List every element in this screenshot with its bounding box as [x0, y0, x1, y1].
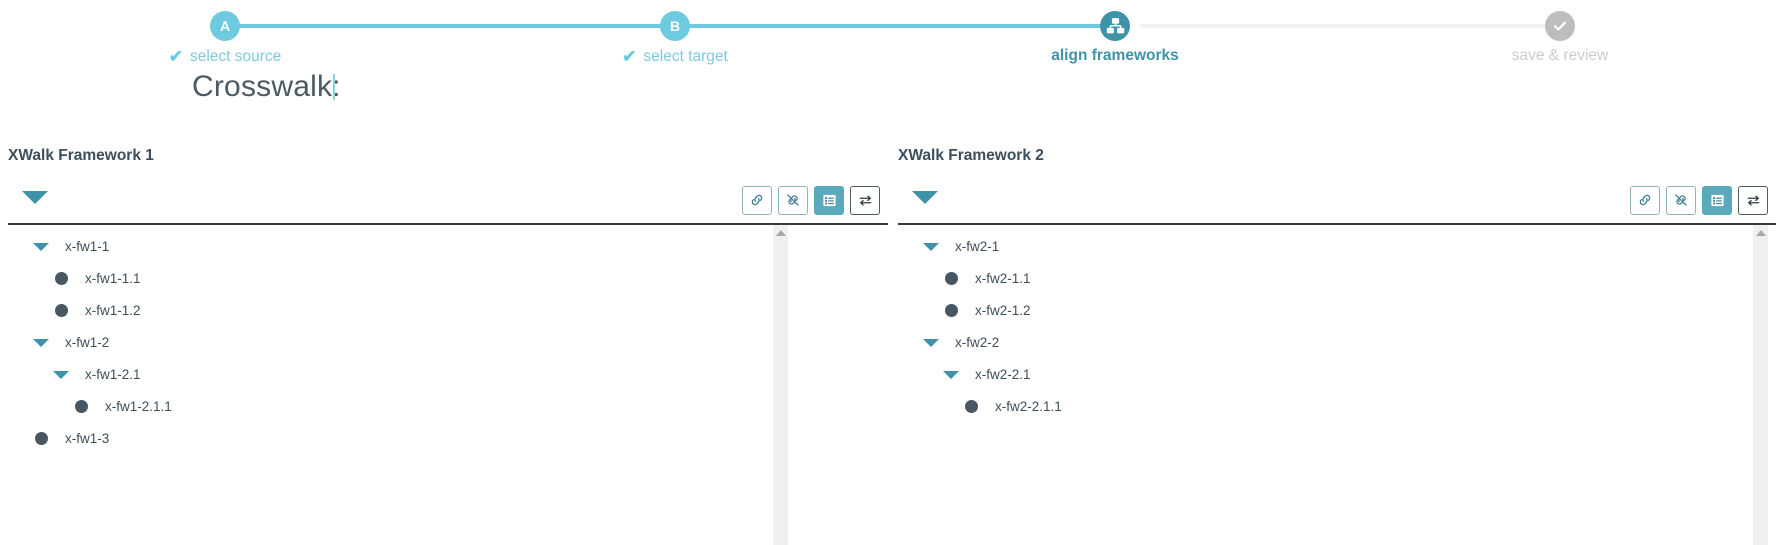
bullet-dot-icon [48, 304, 74, 317]
caret-down-icon[interactable] [28, 242, 54, 251]
stepper-step-save-review[interactable]: save & review [1430, 0, 1690, 64]
step-text: select source [189, 48, 282, 65]
link-button[interactable] [742, 185, 772, 215]
tree-node[interactable]: x-fw1-2 [8, 327, 888, 359]
tree-node-label: x-fw1-2 [65, 335, 110, 350]
scroll-up-arrow-icon[interactable] [775, 229, 786, 236]
panel-1-toolbar [8, 183, 888, 223]
caret-down-icon[interactable] [22, 190, 48, 204]
page-title-row: Crosswalk: [192, 70, 341, 104]
tree-node-label: x-fw2-1 [955, 239, 1000, 254]
caret-down-icon[interactable] [28, 338, 54, 347]
tree-node[interactable]: x-fw2-2.1 [898, 359, 1776, 391]
bullet-dot-icon [28, 432, 54, 445]
tree-node[interactable]: x-fw2-1 [898, 231, 1776, 263]
bullet-dot-icon [958, 400, 984, 413]
caret-down-icon[interactable] [918, 338, 944, 347]
scroll-up-arrow-icon[interactable] [1755, 229, 1766, 236]
bullet-dot-icon [938, 304, 964, 317]
list-button[interactable] [1702, 185, 1732, 215]
stepper-step-align-frameworks[interactable]: align frameworks [985, 0, 1245, 64]
swap-button[interactable] [1738, 185, 1768, 215]
tree-node[interactable]: x-fw2-1.2 [898, 295, 1776, 327]
panel-1-tree-wrap: x-fw1-1 x-fw1-1.1 x-fw1-1.2 x-fw1-2 x-fw1-2.… [8, 224, 888, 545]
caret-down-icon[interactable] [48, 370, 74, 379]
panel-2-tree-wrap: x-fw2-1 x-fw2-1.1 x-fw2-1.2 x-fw2-2 x-fw2-2.… [898, 224, 1776, 545]
unlink-button[interactable] [1666, 185, 1696, 215]
check-circle-icon [1545, 11, 1575, 41]
tree-node[interactable]: x-fw2-2.1.1 [898, 391, 1776, 423]
tree-node-label: x-fw2-1.1 [975, 271, 1031, 286]
bullet-dot-icon [938, 272, 964, 285]
check-icon: ✔ [168, 47, 183, 66]
panel-1-heading: XWalk Framework 1 [8, 147, 154, 164]
tree-node-label: x-fw2-2.1.1 [995, 399, 1062, 414]
panel-2-heading: XWalk Framework 2 [898, 147, 1044, 164]
panel-2-divider [898, 222, 1776, 225]
page-title[interactable]: Crosswalk: [192, 70, 341, 104]
bullet-dot-icon [68, 400, 94, 413]
tree-node-label: x-fw2-2.1 [975, 367, 1031, 382]
tree-node[interactable]: x-fw2-1.1 [898, 263, 1776, 295]
tree-node[interactable]: x-fw1-3 [8, 423, 888, 455]
tree-node[interactable]: x-fw1-2.1.1 [8, 391, 888, 423]
bullet-dot-icon [48, 272, 74, 285]
page-title-text: Crosswalk: [192, 70, 341, 103]
panel-2-tree: x-fw2-1 x-fw2-1.1 x-fw2-1.2 x-fw2-2 x-fw2-2.… [898, 225, 1776, 423]
progress-stepper: A ✔ select source B ✔ select target align … [0, 0, 1784, 78]
stepper-step-select-target[interactable]: B ✔ select target [545, 0, 805, 65]
caret-down-icon[interactable] [938, 370, 964, 379]
tree-node[interactable]: x-fw2-2 [898, 327, 1776, 359]
panel-1-tree: x-fw1-1 x-fw1-1.1 x-fw1-1.2 x-fw1-2 x-fw1-2.… [8, 225, 888, 455]
step-label-select-source: ✔ select source [95, 48, 355, 65]
tree-node[interactable]: x-fw1-1.2 [8, 295, 888, 327]
sitemap-icon [1100, 11, 1130, 41]
panel-2-scrollbar[interactable] [1753, 224, 1768, 545]
link-button[interactable] [1630, 185, 1660, 215]
tree-node-label: x-fw1-3 [65, 431, 110, 446]
check-icon: ✔ [622, 47, 637, 66]
tree-node-label: x-fw1-2.1 [85, 367, 141, 382]
track-segment-3 [1140, 24, 1560, 28]
panel-2-button-group [1630, 185, 1768, 215]
tree-node[interactable]: x-fw1-1.1 [8, 263, 888, 295]
tree-node-label: x-fw1-2.1.1 [105, 399, 172, 414]
stepper-step-select-source[interactable]: A ✔ select source [95, 0, 355, 65]
unlink-button[interactable] [778, 185, 808, 215]
text-cursor [332, 74, 335, 100]
tree-node-label: x-fw1-1 [65, 239, 110, 254]
tree-node[interactable]: x-fw1-1 [8, 231, 888, 263]
framework-panels: XWalk Framework 1 [0, 147, 1784, 545]
step-badge-b: B [660, 11, 690, 41]
step-text: select target [643, 48, 728, 65]
panel-2-toolbar [898, 183, 1776, 223]
panel-1-divider [8, 222, 888, 225]
list-button[interactable] [814, 185, 844, 215]
tree-node-label: x-fw1-1.2 [85, 303, 141, 318]
step-label-save-review: save & review [1511, 47, 1609, 64]
track-segment-1 [228, 24, 672, 28]
caret-down-icon[interactable] [918, 242, 944, 251]
caret-down-icon[interactable] [912, 190, 938, 204]
framework-panel-2: XWalk Framework 2 [898, 147, 1776, 545]
track-segment-2 [672, 24, 1118, 28]
panel-1-button-group [742, 185, 880, 215]
swap-button[interactable] [850, 185, 880, 215]
step-label-select-target: ✔ select target [545, 48, 805, 65]
step-label-align-frameworks: align frameworks [1051, 47, 1179, 64]
tree-node-label: x-fw2-2 [955, 335, 1000, 350]
tree-node-label: x-fw1-1.1 [85, 271, 141, 286]
stepper-track [0, 24, 1784, 28]
step-badge-a: A [210, 11, 240, 41]
framework-panel-1: XWalk Framework 1 [8, 147, 888, 545]
tree-node-label: x-fw2-1.2 [975, 303, 1031, 318]
panel-1-scrollbar[interactable] [773, 224, 788, 545]
tree-node[interactable]: x-fw1-2.1 [8, 359, 888, 391]
